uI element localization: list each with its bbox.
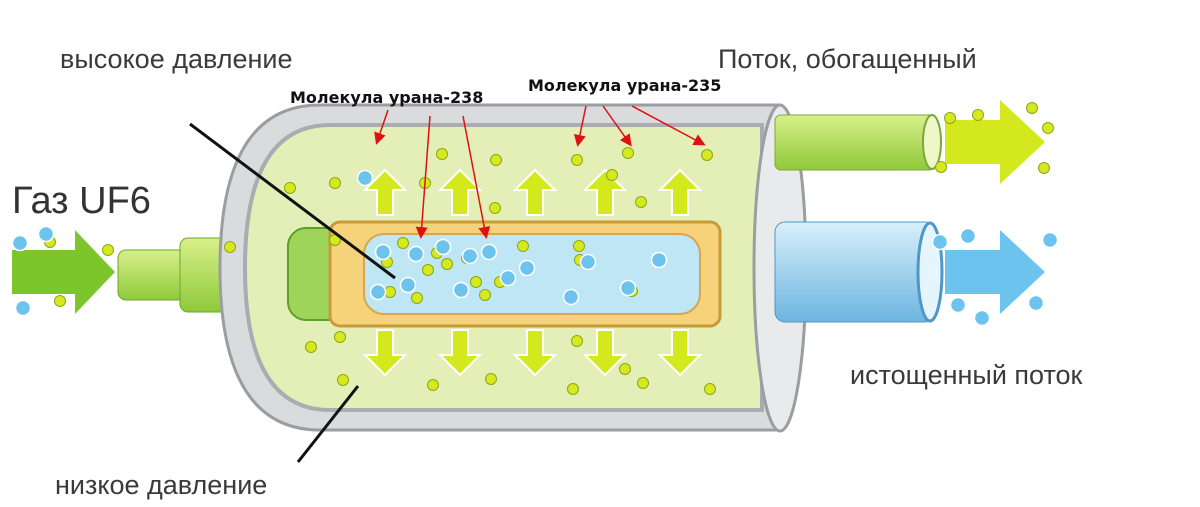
u235-molecule <box>606 169 618 181</box>
u235-molecule <box>622 147 634 159</box>
u235-molecule <box>571 154 583 166</box>
u235-molecule <box>490 154 502 166</box>
u238-molecule <box>619 279 637 297</box>
enriched-flow-arrow <box>945 100 1045 184</box>
u238-molecule <box>562 288 580 306</box>
u238-molecule <box>434 238 452 256</box>
u235-molecule <box>397 237 409 249</box>
u238-molecule <box>374 243 392 261</box>
u235-molecule <box>305 341 317 353</box>
diffusion-arrow-down <box>362 329 408 377</box>
u238-annotation-arrows <box>374 109 491 239</box>
u238-molecule <box>11 234 29 252</box>
u235-molecule <box>944 112 956 124</box>
u238-molecule <box>14 299 32 317</box>
u235-molecule <box>701 149 713 161</box>
u235-molecule <box>334 331 346 343</box>
u235-molecule <box>337 374 349 386</box>
u235-molecule <box>704 383 716 395</box>
diffusion-arrow-up <box>362 168 408 216</box>
u235-molecule <box>1042 122 1054 134</box>
gas-uf6-label: Газ UF6 <box>12 180 151 222</box>
u238-molecule <box>1027 294 1045 312</box>
u238-label: Молекула урана-238 <box>290 88 484 107</box>
u238-molecule <box>931 233 949 251</box>
u238-molecule <box>407 245 425 263</box>
u235-molecule <box>411 292 423 304</box>
u238-molecule <box>356 169 374 187</box>
high-pressure-label: высокое давление <box>60 44 293 74</box>
u235-molecule <box>635 196 647 208</box>
u235-molecule <box>422 264 434 276</box>
u235-molecule <box>470 276 482 288</box>
diffusion-arrow-down <box>582 329 628 377</box>
u235-molecule <box>102 244 114 256</box>
diffusion-arrow-up <box>512 168 558 216</box>
u235-molecule <box>972 109 984 121</box>
low-pressure-pointer <box>296 385 360 463</box>
u238-molecule <box>461 247 479 265</box>
u238-molecule <box>399 276 417 294</box>
u235-molecule <box>619 363 631 375</box>
u235-molecule <box>567 383 579 395</box>
u235-molecule <box>935 161 947 173</box>
u235-molecule <box>489 202 501 214</box>
u238-molecule <box>480 243 498 261</box>
high-pressure-pointer <box>189 122 396 280</box>
u235-molecule <box>637 377 649 389</box>
diffusion-arrow-down <box>657 329 703 377</box>
u238-molecule <box>650 251 668 269</box>
depleted-outlet-pipe <box>774 221 944 323</box>
u235-molecule <box>485 373 497 385</box>
u238-molecule <box>959 227 977 245</box>
u235-molecule <box>427 379 439 391</box>
u238-molecule <box>973 309 991 327</box>
inlet-arrow <box>12 230 115 314</box>
u235-molecule <box>573 240 585 252</box>
u235-molecule <box>224 241 236 253</box>
u235-molecule <box>1038 162 1050 174</box>
u238-molecule <box>369 283 387 301</box>
u235-molecule <box>441 258 453 270</box>
enriched-outlet-pipe <box>774 114 942 171</box>
u235-molecule <box>436 148 448 160</box>
depleted-flow-arrow <box>945 230 1045 314</box>
diffusion-arrow-up <box>657 168 703 216</box>
inlet-pipe <box>117 237 231 313</box>
u238-molecule <box>1041 231 1059 249</box>
u235-molecule <box>1026 102 1038 114</box>
diffusion-arrow-down <box>512 329 558 377</box>
u235-molecule <box>479 289 491 301</box>
u235-molecule <box>517 240 529 252</box>
enriched-flow-label: Поток, обогащенный <box>718 44 977 74</box>
u235-molecule <box>571 335 583 347</box>
u238-molecule <box>949 296 967 314</box>
u238-molecule <box>37 225 55 243</box>
u235-molecule <box>284 182 296 194</box>
u235-molecule <box>54 295 66 307</box>
u235-annotation-arrows <box>573 105 706 147</box>
u238-molecule <box>452 281 470 299</box>
u235-molecule <box>329 177 341 189</box>
low-pressure-label: низкое давление <box>55 470 268 500</box>
u238-molecule <box>579 253 597 271</box>
u238-molecule <box>499 269 517 287</box>
u235-label: Молекула урана-235 <box>528 76 722 95</box>
depleted-flow-label: истощенный поток <box>850 360 1083 390</box>
u238-molecule <box>518 259 536 277</box>
diffusion-arrow-up <box>437 168 483 216</box>
diffusion-arrow-down <box>437 329 483 377</box>
